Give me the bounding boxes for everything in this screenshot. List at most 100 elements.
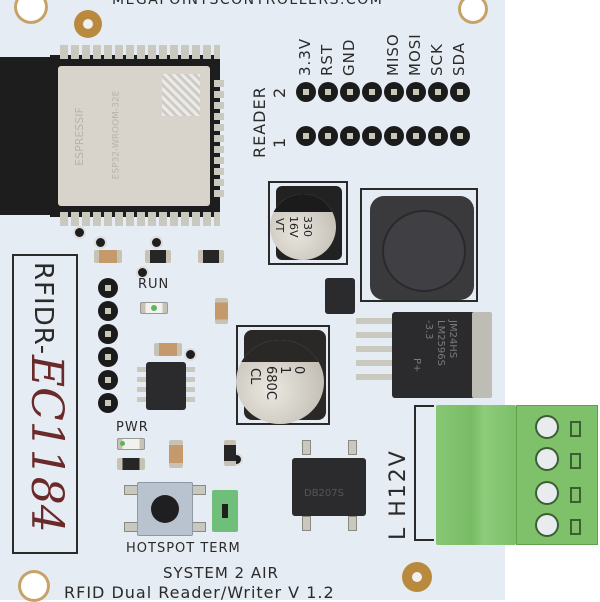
esp32-qr-code (162, 74, 200, 116)
via (152, 238, 161, 247)
regulator-tab (472, 312, 492, 398)
mounting-hole-top-right (458, 0, 488, 24)
regulator-text-4: P+ (411, 358, 422, 373)
hotspot-button-cap[interactable] (151, 495, 179, 523)
power-input-bracket (414, 405, 434, 541)
product-name: SYSTEM 2 AIR (163, 564, 279, 582)
inductor (370, 196, 474, 300)
smd-resistor (224, 440, 236, 466)
cap-top-text-3: VT (273, 218, 286, 233)
bridge-pad (302, 440, 311, 455)
reader2-pin[interactable] (406, 82, 426, 102)
pwr-led-indicator (120, 441, 125, 446)
prog-pin[interactable] (98, 347, 118, 367)
pin-label-sck: SCK (428, 43, 446, 76)
model-label-printed: RFIDR- (28, 262, 58, 356)
reader1-pin[interactable] (362, 126, 382, 146)
via (186, 350, 195, 359)
cap-top-text-1: 330 (301, 216, 314, 237)
reader2-pin[interactable] (296, 82, 316, 102)
smd-resistor (117, 458, 145, 470)
inductor-outline (360, 188, 478, 302)
reader1-pin[interactable] (318, 126, 338, 146)
terminal-wire-slot-4[interactable] (570, 519, 581, 535)
pwr-led[interactable] (117, 438, 145, 450)
regulator-text-3: -3.3 (423, 320, 434, 340)
regulator-lm2596: JM24HS LM2596S -3.3 P+ (392, 312, 492, 398)
website-label: MEGAPOINTSCONTROLLERS.COM (112, 0, 384, 8)
smd-resistor (145, 250, 171, 263)
smd-resistor (198, 250, 224, 263)
esp32-module-shield: ESPRESSIF ESP32-WROOM-32E (58, 66, 210, 206)
via (96, 238, 105, 247)
bridge-pad (348, 440, 357, 455)
terminal-screw-1[interactable] (537, 417, 557, 437)
reader1-pin[interactable] (406, 126, 426, 146)
esp32-pins-top (60, 45, 220, 59)
bridge-label: DB207S (304, 488, 344, 499)
run-led-indicator (151, 305, 157, 311)
cap-top-stripe (270, 194, 336, 212)
run-led[interactable] (140, 302, 168, 314)
hotspot-button[interactable] (137, 482, 193, 536)
pin-label-sda: SDA (450, 41, 468, 76)
prog-pin[interactable] (98, 393, 118, 413)
terminal-screw-3[interactable] (537, 483, 557, 503)
regulator-text-2: LM2596S (435, 320, 446, 366)
cap-bottom-can: 0 1 680C CL (236, 340, 324, 424)
soic-ic (146, 362, 186, 410)
product-subtitle: RFID Dual Reader/Writer V 1.2 (64, 583, 335, 602)
reader1-pin[interactable] (340, 126, 360, 146)
reader2-number: 2 (270, 86, 289, 98)
pcb-board: MEGAPOINTSCONTROLLERS.COM ESPRESSIF ESP3… (0, 0, 505, 602)
term-jumper-slot (222, 504, 228, 518)
regulator-text-1: JM24HS (447, 320, 458, 359)
terminal-plug (436, 405, 516, 545)
cap-bottom-text-3: 680C (263, 366, 278, 400)
esp32-pins-bottom (60, 212, 220, 226)
reader1-pin[interactable] (384, 126, 404, 146)
bridge-pad (302, 516, 311, 531)
cap-bottom-text-1: 0 (291, 366, 306, 375)
cap-bottom-stripe (236, 340, 324, 362)
regulator-pins (356, 318, 394, 388)
cap-bottom-text-2: 1 (277, 366, 292, 375)
reader2-pin[interactable] (362, 82, 382, 102)
terminal-screw-4[interactable] (537, 515, 557, 535)
term-jumper[interactable] (212, 490, 238, 532)
power-input-label: L H12V (386, 449, 411, 540)
prog-pin[interactable] (98, 324, 118, 344)
reader2-pin[interactable] (450, 82, 470, 102)
terminal-wire-slot-1[interactable] (570, 421, 581, 437)
power-terminal-block[interactable] (436, 405, 598, 545)
hotspot-term-label: HOTSPOT TERM (126, 541, 241, 556)
inductor-core (382, 210, 466, 292)
reader-label: READER (250, 86, 269, 158)
pin-label-3v3: 3.3V (296, 37, 314, 76)
prog-pin[interactable] (98, 370, 118, 390)
terminal-wire-slot-2[interactable] (570, 453, 581, 469)
terminal-body (516, 405, 598, 545)
smd-capacitor (215, 298, 228, 324)
terminal-screw-2[interactable] (537, 449, 557, 469)
reader2-pin[interactable] (318, 82, 338, 102)
prog-pin[interactable] (98, 278, 118, 298)
mounting-hole-top-left (14, 0, 48, 24)
via (75, 228, 84, 237)
terminal-wire-slot-3[interactable] (570, 487, 581, 503)
pin-label-rst: RST (318, 43, 336, 76)
smd-capacitor (154, 343, 182, 356)
smd-diode (325, 278, 355, 314)
esp32-model-text: ESP32-WROOM-32E (111, 90, 122, 180)
reader2-pin[interactable] (340, 82, 360, 102)
reader1-pin[interactable] (428, 126, 448, 146)
esp32-brand-text: ESPRESSIF (72, 107, 86, 166)
cap-top-text-2: 16V (287, 216, 300, 238)
via (232, 455, 241, 464)
reader1-pin[interactable] (450, 126, 470, 146)
mounting-hole-bottom-left (18, 570, 50, 602)
reader2-pin[interactable] (384, 82, 404, 102)
prog-pin[interactable] (98, 301, 118, 321)
reader2-pin[interactable] (428, 82, 448, 102)
reader1-pin[interactable] (296, 126, 316, 146)
